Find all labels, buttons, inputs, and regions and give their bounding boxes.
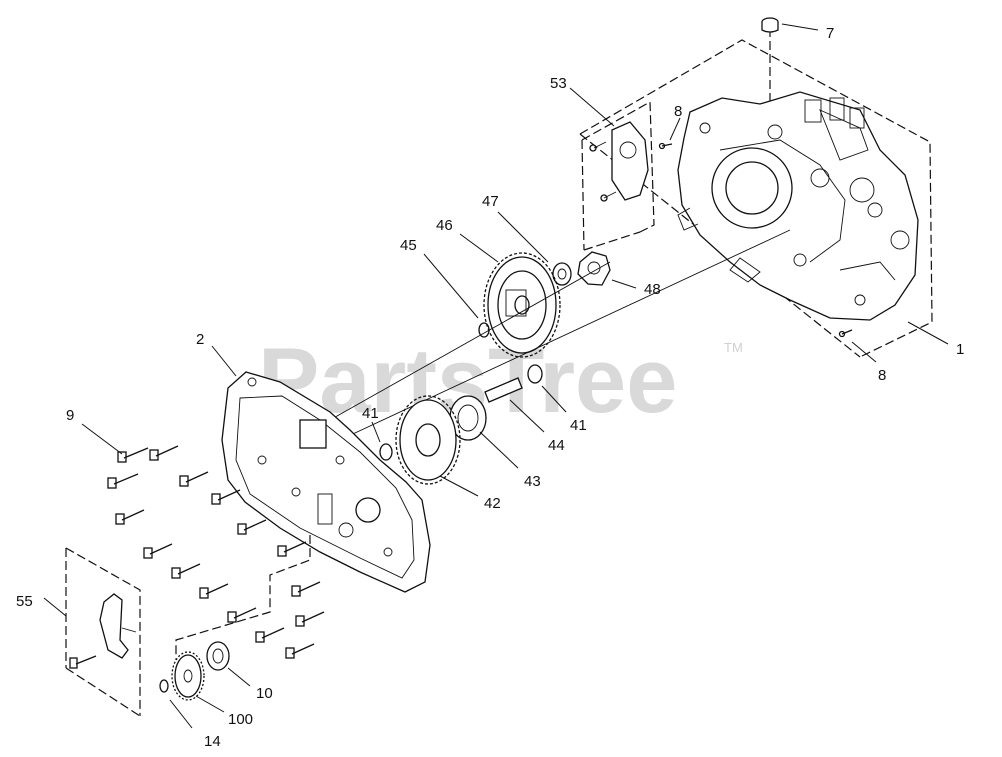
- leader-lines: [43, 23, 949, 729]
- callout-8-top: 8: [674, 103, 682, 120]
- pin-part-8-bottom[interactable]: [838, 329, 853, 338]
- callout-47: 47: [482, 193, 499, 210]
- washer-part-41-left[interactable]: [379, 443, 393, 461]
- callout-46: 46: [436, 217, 453, 234]
- coupler-part-48[interactable]: [577, 251, 611, 286]
- cover-part-53[interactable]: [581, 100, 655, 251]
- plug-part-7[interactable]: [761, 17, 779, 33]
- sprocket-part-100[interactable]: [171, 651, 205, 701]
- watermark-trademark: TM: [724, 340, 743, 355]
- shaft-part-44[interactable]: [484, 377, 523, 403]
- callout-7: 7: [826, 25, 834, 42]
- main-housing-part[interactable]: [579, 28, 933, 358]
- callout-55: 55: [16, 593, 33, 610]
- lever-part-55[interactable]: [65, 547, 141, 717]
- pinion-part-43[interactable]: [449, 395, 487, 441]
- callout-41-right: 41: [570, 417, 587, 434]
- cover-plate-part-2[interactable]: [221, 371, 431, 593]
- callout-48: 48: [644, 281, 661, 298]
- gear-part-42[interactable]: [395, 395, 461, 485]
- callout-100: 100: [228, 711, 253, 728]
- callout-9: 9: [66, 407, 74, 424]
- clip-part-14[interactable]: [159, 679, 169, 693]
- callout-2: 2: [196, 331, 204, 348]
- pin-part-8-top[interactable]: [658, 142, 673, 150]
- callout-42: 42: [484, 495, 501, 512]
- callout-14: 14: [204, 733, 221, 750]
- callout-41-left: 41: [362, 405, 379, 422]
- bearing-part-10[interactable]: [206, 641, 230, 671]
- callout-8-bottom: 8: [878, 367, 886, 384]
- callout-labels: 7 53 8 47 46 45 48 1 8 2 9 41 41 44 43 4…: [16, 25, 964, 750]
- callout-45: 45: [400, 237, 417, 254]
- gear-part-46[interactable]: [483, 252, 561, 358]
- callout-43: 43: [524, 473, 541, 490]
- callout-44: 44: [548, 437, 565, 454]
- washer-part-41-right[interactable]: [527, 364, 543, 384]
- callout-1: 1: [956, 341, 964, 358]
- bolt-set-part-9[interactable]: [107, 445, 325, 659]
- callout-53: 53: [550, 75, 567, 92]
- callout-10: 10: [256, 685, 273, 702]
